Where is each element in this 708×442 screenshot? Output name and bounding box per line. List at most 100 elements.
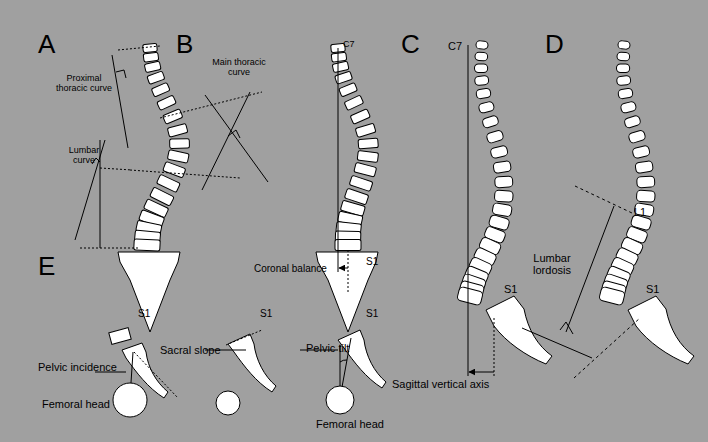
perpendicular-line — [566, 206, 614, 332]
figure-label: S1 — [260, 308, 272, 319]
endplate-line — [574, 318, 640, 378]
vertebra — [475, 52, 488, 61]
figure-label: Sagittal vertical axis — [392, 378, 489, 390]
vertebra — [624, 115, 642, 129]
vertebra — [617, 52, 630, 61]
figure-label: Lumbar lordosis — [520, 252, 584, 276]
vertebra — [457, 286, 484, 305]
figure-label: S1 — [646, 283, 659, 295]
coronal-balance-lines — [338, 48, 348, 292]
figure-label: Sacral slope — [160, 344, 221, 356]
endplate-line — [118, 46, 160, 50]
sagittal-spine — [457, 41, 514, 306]
vertebra — [636, 190, 655, 202]
figure-label: Main thoracic curve — [203, 58, 275, 78]
perpendicular-line — [205, 95, 268, 182]
vertebra — [151, 82, 170, 97]
vertebra — [616, 64, 629, 73]
vertebra — [635, 161, 654, 174]
vertebra — [357, 150, 378, 162]
endplate-line — [160, 92, 262, 118]
figure-label: S1 — [366, 308, 378, 319]
vertebra — [134, 239, 161, 251]
vertebra — [355, 123, 376, 137]
vertebra — [632, 145, 651, 159]
vertebra — [170, 139, 190, 149]
vertebra — [339, 82, 358, 96]
sacral-midline — [348, 250, 349, 292]
offset-arrow — [339, 268, 348, 269]
vertebra — [157, 95, 177, 110]
figure-label: S1 — [504, 283, 517, 295]
vertebra — [637, 176, 655, 188]
spine-group — [134, 41, 656, 306]
vertebra — [167, 150, 189, 164]
sacrum — [486, 296, 552, 364]
vertebra — [486, 130, 504, 144]
vertebra — [358, 138, 378, 149]
figure-label: Femoral head — [316, 418, 384, 430]
angle-mark — [116, 70, 126, 78]
plumb-line — [338, 48, 339, 272]
endplate-line — [575, 186, 632, 213]
vertebra — [599, 286, 626, 305]
vertebra — [474, 75, 488, 85]
figure-label: Pelvic tilt — [306, 342, 349, 354]
panel-letter: C — [401, 30, 420, 59]
vertebra — [478, 101, 495, 114]
vertebra — [332, 61, 349, 72]
lordosis-lines — [522, 186, 640, 378]
vertebra — [493, 161, 512, 174]
vertebra — [482, 115, 500, 129]
l5-vertebra — [109, 328, 131, 345]
s1-vertical — [494, 318, 495, 376]
vertebra — [616, 75, 630, 85]
panel-letter: E — [38, 252, 55, 281]
vertebra — [143, 52, 159, 62]
vertebra — [495, 176, 513, 188]
panel-letter: D — [545, 30, 564, 59]
pelvic-parameters — [95, 328, 386, 417]
angle-mark — [340, 360, 347, 362]
perpendicular-line — [112, 55, 128, 148]
vertebra — [350, 109, 370, 125]
vertebra — [335, 71, 353, 84]
vertebra — [618, 88, 634, 99]
vertebra — [144, 61, 161, 73]
coronal-spine — [134, 43, 190, 251]
vertebra — [147, 71, 165, 84]
vertebra — [474, 64, 487, 73]
femoral-head — [113, 383, 147, 417]
endplate-line — [100, 168, 132, 170]
sacrum — [118, 252, 180, 332]
vertebra — [620, 101, 637, 114]
vertebra — [143, 43, 158, 52]
figure-label: L1 — [634, 206, 646, 218]
vertebra — [344, 95, 364, 110]
figure-label: Proximal thoracic curve — [52, 74, 116, 94]
panel-letter: A — [38, 30, 55, 59]
vertebra — [618, 41, 631, 50]
figure-label: C7 — [448, 40, 462, 52]
endplate-line — [130, 170, 240, 178]
sacrum — [228, 334, 276, 392]
figure-label: S1 — [366, 256, 378, 267]
femoral-head — [216, 391, 240, 415]
endplate-line — [226, 330, 262, 345]
vertebra — [331, 52, 347, 62]
vertebra — [494, 190, 513, 202]
figure-label: Lumbar curve — [62, 146, 106, 166]
plumb-line — [468, 45, 469, 376]
femoral-head — [326, 386, 354, 414]
vertebra — [167, 123, 188, 137]
vertebra — [349, 175, 373, 191]
offset-arrow — [469, 372, 494, 373]
figure-label: C7 — [343, 40, 355, 50]
panel-letter: B — [176, 30, 193, 59]
angle-mark — [228, 130, 240, 138]
vertebra — [354, 162, 377, 177]
sacrum — [338, 330, 386, 388]
figure-label: Coronal balance — [254, 263, 327, 274]
perpendicular-line — [522, 328, 592, 358]
